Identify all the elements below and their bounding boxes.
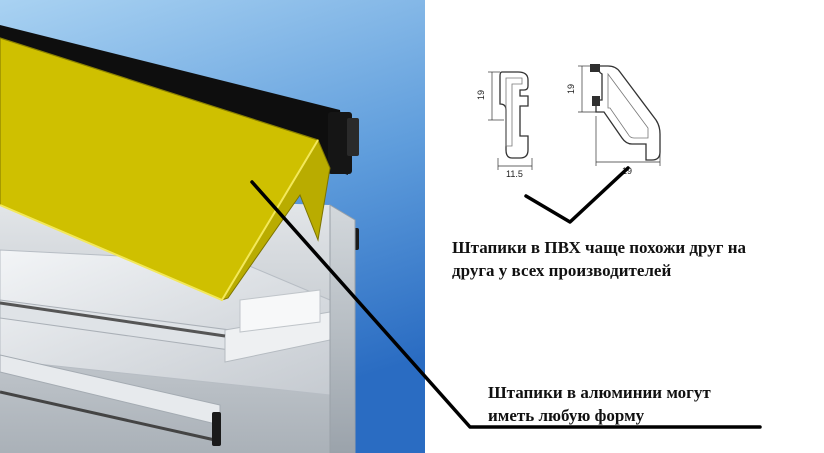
frame-groove-2 bbox=[0, 390, 216, 442]
pvc-caption-line-1: Штапики в ПВХ чаще похожи друг на bbox=[452, 238, 747, 257]
aluminium-frame-render bbox=[0, 0, 425, 453]
pvc-caption-line-2: друга у всех производителей bbox=[452, 261, 672, 280]
pvc-caption: Штапики в ПВХ чаще похожи друг на друга … bbox=[452, 236, 746, 282]
pvc-bead-profile-1: 19 11.5 bbox=[476, 71, 533, 179]
pvc-bead-drawings: 19 11.5 19 19 bbox=[476, 64, 661, 179]
aluminium-caption: Штапики в алюминии могут иметь любую фор… bbox=[488, 381, 711, 427]
frame-end-face bbox=[329, 204, 356, 453]
top-gasket-cap bbox=[347, 118, 359, 156]
gasket-clip-3 bbox=[212, 412, 221, 446]
pvc-bead-2-height-label: 19 bbox=[566, 84, 576, 94]
frame-groove-1 bbox=[0, 301, 226, 338]
top-gasket-end bbox=[328, 112, 352, 174]
pvc-bead-1-width-label: 11.5 bbox=[506, 169, 523, 179]
aluminium-caption-line-1: Штапики в алюминии могут bbox=[488, 383, 711, 402]
pvc-bead-profile-2: 19 19 bbox=[566, 64, 661, 176]
pvc-bead-2-width-label: 19 bbox=[622, 166, 632, 176]
pvc-bead-1-height-label: 19 bbox=[476, 90, 486, 100]
aluminium-caption-line-2: иметь любую форму bbox=[488, 406, 645, 425]
